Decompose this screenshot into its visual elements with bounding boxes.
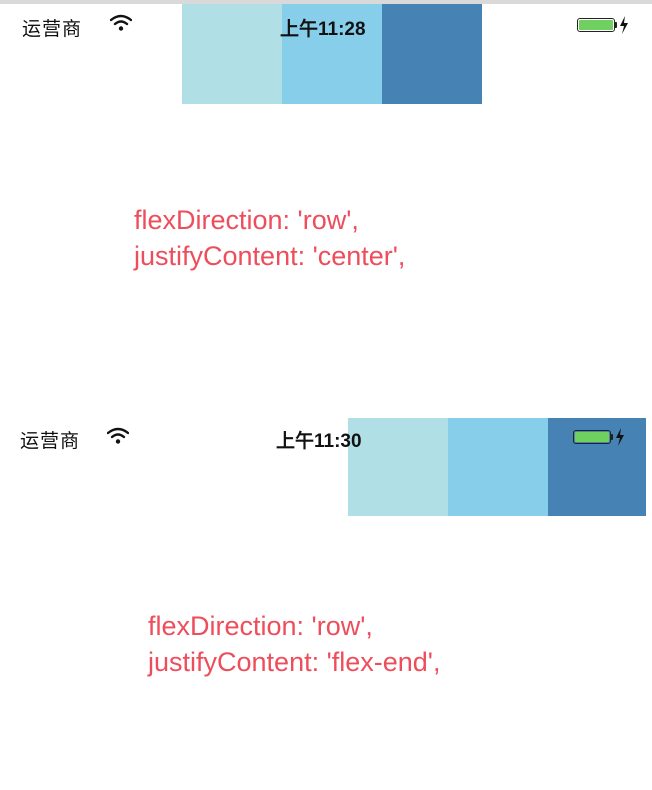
wifi-icon xyxy=(107,427,129,444)
status-bar: 运营商 上午11:30 xyxy=(0,418,652,460)
status-bar: 运营商 上午11:28 xyxy=(0,4,652,46)
screenshot-justify-center: 运营商 上午11:28 flexDirection: 'row', justif… xyxy=(0,4,652,404)
flex-box-2 xyxy=(448,418,548,516)
screenshot-top-border xyxy=(0,0,652,4)
carrier-label: 运营商 xyxy=(20,430,81,452)
code-line: justifyContent: 'center', xyxy=(134,241,406,271)
battery-icon xyxy=(577,16,628,34)
status-time: 上午11:30 xyxy=(276,431,362,452)
code-line: flexDirection: 'row', xyxy=(148,611,373,641)
code-line: justifyContent: 'flex-end', xyxy=(148,647,441,677)
battery-icon xyxy=(573,428,624,446)
flex-box-1 xyxy=(348,418,448,516)
flex-box-2 xyxy=(282,4,382,104)
flex-box-1 xyxy=(182,4,282,104)
flex-box-3 xyxy=(382,4,482,104)
charging-bolt-icon xyxy=(620,16,628,34)
carrier-label: 运营商 xyxy=(22,18,83,40)
charging-bolt-icon xyxy=(616,428,624,446)
wifi-icon xyxy=(110,14,132,31)
code-line: flexDirection: 'row', xyxy=(134,205,359,235)
screenshot-justify-flex-end: 运营商 上午11:30 flexDirection: 'row', justif… xyxy=(0,418,652,790)
style-code-snippet: flexDirection: 'row', justifyContent: 'c… xyxy=(134,202,405,274)
style-code-snippet: flexDirection: 'row', justifyContent: 'f… xyxy=(148,608,440,680)
status-time: 上午11:28 xyxy=(280,19,366,40)
